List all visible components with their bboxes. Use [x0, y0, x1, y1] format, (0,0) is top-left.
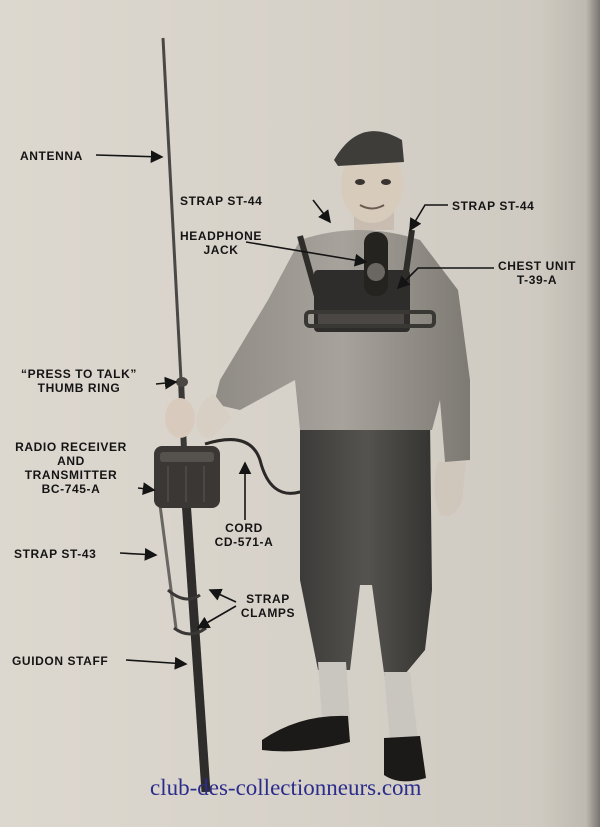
- label-press-to-talk: “PRESS TO TALK” THUMB RING: [4, 367, 154, 395]
- chest-unit: [297, 229, 436, 332]
- radio-box: [154, 446, 220, 508]
- label-cord-line1: CORD: [225, 521, 263, 535]
- label-strap-st43: STRAP ST-43: [14, 547, 97, 561]
- label-strap-st44-left: STRAP ST-44: [180, 194, 263, 208]
- label-chest-unit: CHEST UNIT T-39-A: [492, 259, 582, 287]
- label-press-to-talk-line2: THUMB RING: [37, 381, 121, 395]
- hand: [165, 398, 195, 438]
- guidon-staff: [158, 499, 211, 793]
- label-radio-line2: AND: [57, 454, 85, 468]
- label-radio-line3: TRANSMITTER: [24, 468, 118, 482]
- label-strap-clamps-line2: CLAMPS: [240, 606, 296, 620]
- head: [334, 131, 404, 230]
- callout-arrows: [95, 150, 494, 670]
- label-chest-unit-line1: CHEST UNIT: [498, 259, 576, 273]
- label-headphone-jack: HEADPHONE JACK: [176, 229, 266, 257]
- watermark-text: club-des-collectionneurs.com: [150, 775, 422, 800]
- label-antenna: ANTENNA: [20, 149, 83, 163]
- label-radio-receiver: RADIO RECEIVER AND TRANSMITTER BC-745-A: [6, 440, 136, 496]
- label-press-to-talk-line1: “PRESS TO TALK”: [21, 367, 137, 381]
- label-cord: CORD CD-571-A: [204, 521, 284, 549]
- label-strap-st44-right: STRAP ST-44: [452, 199, 535, 213]
- label-chest-unit-line2: T-39-A: [516, 273, 558, 287]
- label-cord-line2: CD-571-A: [214, 535, 274, 549]
- trousers: [262, 420, 432, 782]
- label-radio-line1: RADIO RECEIVER: [15, 440, 127, 454]
- label-guidon-staff: GUIDON STAFF: [12, 654, 109, 668]
- label-headphone-jack-line2: JACK: [203, 243, 239, 257]
- label-radio-line4: BC-745-A: [41, 482, 101, 496]
- label-strap-clamps: STRAP CLAMPS: [236, 592, 300, 620]
- label-headphone-jack-line1: HEADPHONE: [179, 229, 263, 243]
- label-strap-clamps-line1: STRAP: [246, 592, 290, 606]
